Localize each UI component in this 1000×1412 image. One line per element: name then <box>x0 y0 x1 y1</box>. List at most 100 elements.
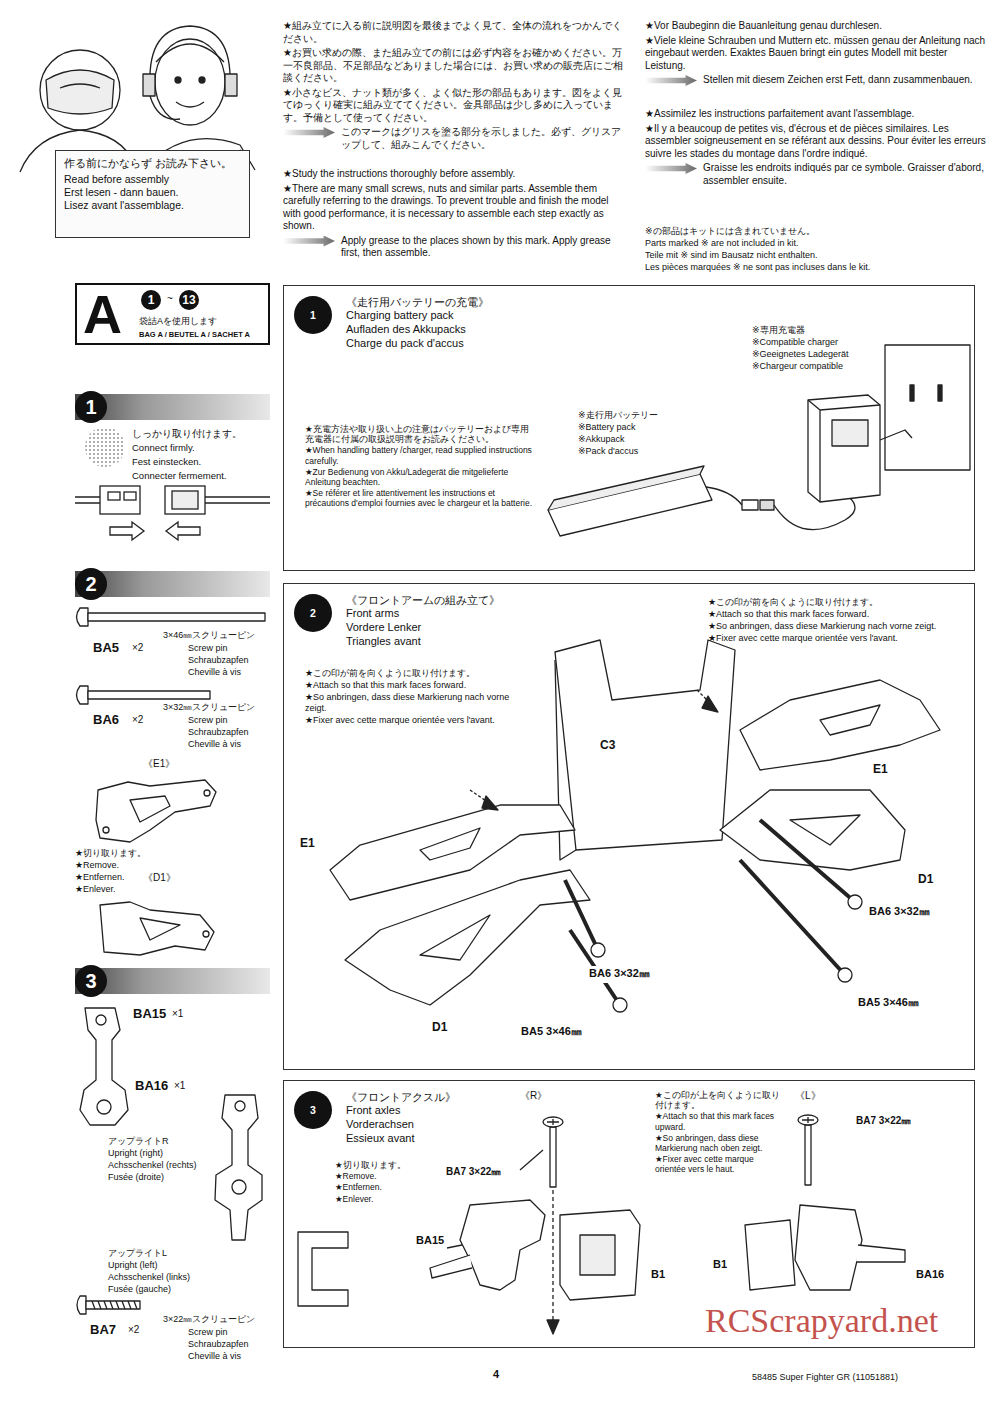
battery-charger-drawing <box>880 430 912 440</box>
remove-note: ★Enlever. <box>335 1194 423 1204</box>
remove-note: ★Entfernen. <box>335 1182 423 1192</box>
instruction-text-group: しっかり取り付けます。Connect firmly.Fest einstecke… <box>132 428 270 484</box>
part-callout-group: BA16 <box>915 1268 945 1282</box>
part-name-group: アップライトRUpright (right)Achsschenkel (rech… <box>108 1136 212 1184</box>
part-name: Screw pin <box>188 643 273 654</box>
step-range-number: 13 <box>178 292 200 308</box>
quantity-group: ×2 <box>128 1324 139 1339</box>
part-callout: B1 <box>713 1258 727 1270</box>
front-axle-drawing <box>547 1119 559 1125</box>
part-code-group: BA15 <box>133 1006 166 1023</box>
cartoon <box>175 77 181 83</box>
parts-drawing <box>235 1101 245 1111</box>
front-axle-drawing <box>543 1117 563 1127</box>
parts-drawing <box>96 1015 106 1025</box>
front-arm-drawing <box>613 998 627 1012</box>
cartoon <box>156 44 224 62</box>
front-axle-drawing <box>430 1255 472 1278</box>
front-axle-drawing <box>547 1320 559 1334</box>
part-name-group: 3×46㎜スクリューピン <box>163 630 255 642</box>
node-text: Front arms <box>346 607 974 621</box>
step-number: 1 <box>75 391 107 423</box>
intro-text: ★Assimilez les instructions parfaitement… <box>645 108 990 121</box>
orientation-note: ★Fixer avec cette marque orientée vers l… <box>305 715 510 726</box>
part-name-group: 3×22㎜スクリューピン <box>163 1314 255 1326</box>
step-number: 3 <box>294 1091 332 1129</box>
node-text: Charging battery pack <box>346 309 974 323</box>
cartoon <box>225 74 237 96</box>
battery-charger-drawing <box>548 466 704 510</box>
instruction-text: Connecter fermement. <box>132 470 270 482</box>
intro-text: ★Study the instructions thoroughly befor… <box>283 168 628 181</box>
part-callout-group: BA5 3×46㎜ <box>857 995 920 1012</box>
battery-charger-drawing <box>742 500 758 510</box>
part-name: Upright (right) <box>108 1148 212 1159</box>
quantity: ×2 <box>132 642 143 655</box>
callout: ※Geeignetes Ladegerät <box>752 349 877 360</box>
parts-drawing <box>103 827 109 833</box>
battery-charger-drawing <box>760 500 774 510</box>
kit-note: Parts marked ※ are not included in kit. <box>645 238 990 249</box>
node-text: 2 <box>310 608 316 619</box>
part-ref-group: C3 <box>598 738 617 754</box>
part-callout: BA7 3×22㎜ <box>446 1165 501 1179</box>
part-name: Screw pin <box>188 715 273 726</box>
orientation-note: ★この印が前を向くように取り付けます。 <box>305 668 510 679</box>
parts-drawing <box>86 1301 140 1309</box>
part-code: BA7 <box>90 1322 116 1337</box>
intro-text: ★組み立てに入る前に説明図を最後までよく見て、全体の流れをつかんでください。 <box>283 20 628 45</box>
step-range-number-group: 13 <box>178 292 200 310</box>
caution-note: ★When handling battery /charger, read su… <box>305 445 537 465</box>
front-arm-drawing <box>420 915 490 960</box>
orientation-note: ★Fixer avec cette marque orientée vers l… <box>655 1154 785 1174</box>
part-ref: E1 <box>873 762 888 776</box>
caution-note: ★Zur Bedienung von Akku/Ladegerät die mi… <box>305 467 537 487</box>
part-name: Schraubzapfen <box>188 655 273 666</box>
cartoon <box>155 39 225 125</box>
side-mark: 《L》 <box>795 1090 821 1103</box>
part-callout: BA6 3×32㎜ <box>589 966 650 981</box>
parts-drawing <box>77 608 266 1314</box>
node-text: 3 <box>85 971 96 991</box>
front-axle-drawing <box>460 1200 545 1290</box>
connector-drawing <box>110 522 144 540</box>
part-callout-group: BA15 <box>415 1234 445 1248</box>
front-axle-drawing <box>447 1245 462 1248</box>
front-axle-drawing <box>795 1205 862 1290</box>
part-code: BA6 <box>93 712 119 727</box>
node-text: Aufladen des Akkupacks <box>346 323 974 337</box>
part-name: Cheville à vis <box>188 739 273 750</box>
part-code: BA15 <box>133 1006 166 1021</box>
product-code: 58485 Super Fighter GR (11051881) <box>752 1372 898 1383</box>
front-axle-drawing <box>802 1117 814 1123</box>
parts-drawing <box>232 1180 246 1194</box>
battery-charger-drawing <box>910 385 914 401</box>
watermark-group: RCScrapyard.net <box>705 1302 938 1342</box>
orientation-note-group: ★この印が上を向くように取り付けます。★Attach so that this … <box>655 1090 785 1176</box>
cartoon <box>150 96 180 119</box>
parts-drawing <box>204 790 210 796</box>
orientation-note-group: ★この印が前を向くように取り付けます。★Attach so that this … <box>708 597 970 645</box>
front-arm-drawing <box>740 860 845 975</box>
front-axle-drawing <box>798 1115 818 1125</box>
front-axle-drawing <box>856 1245 905 1262</box>
front-arm-drawing <box>482 696 718 810</box>
part-callout-group: B1 <box>712 1258 728 1272</box>
front-arm-drawing <box>470 690 712 805</box>
part-name-group: アップライトLUpright (left)Achsschenkel (links… <box>108 1248 212 1296</box>
front-axle-drawing <box>298 1115 905 1334</box>
intro-text-group: ★Vor Baubeginn die Bauanleitung genau du… <box>645 20 990 89</box>
quantity-group: ×2 <box>132 714 143 729</box>
front-arm-drawing <box>760 820 855 902</box>
node-text: Charge du pack d'accus <box>346 337 974 351</box>
front-axle-drawing <box>560 1210 640 1300</box>
front-axle-drawing <box>580 1235 615 1275</box>
parts-drawing <box>96 780 216 842</box>
product-code-group: 58485 Super Fighter GR (11051881) <box>752 1372 898 1384</box>
part-ref: C3 <box>600 738 615 752</box>
node-text: Read before assembly <box>64 173 241 186</box>
part-callout-group: B1 <box>650 1268 666 1282</box>
node-text: BAG A / BEUTEL A / SACHET A <box>139 330 250 339</box>
orientation-note: ★So anbringen, dass diese Markierung nac… <box>708 621 970 632</box>
